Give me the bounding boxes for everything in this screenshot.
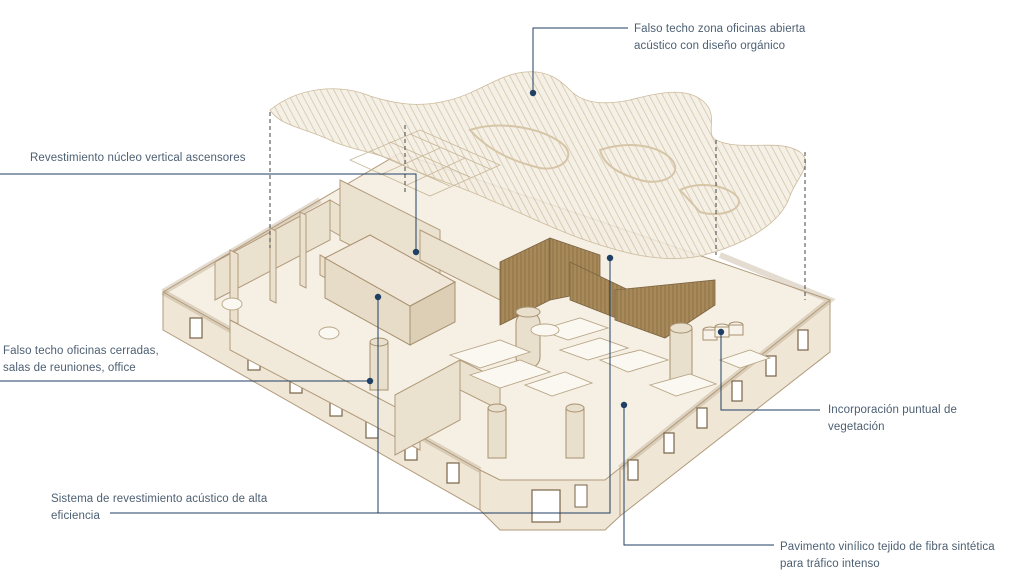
label-line: Pavimento vinílico tejido de fibra sinté… bbox=[780, 541, 995, 553]
label-line: eficiencia bbox=[51, 510, 100, 522]
label-line: Falso techo oficinas cerradas, bbox=[3, 345, 159, 357]
label-line: vegetación bbox=[828, 421, 885, 433]
acoustic-panels bbox=[499, 237, 716, 339]
label-closed-office-ceiling: Falso techo oficinas cerradas, salas de … bbox=[3, 343, 159, 377]
leader-lines bbox=[0, 27, 820, 546]
label-vegetation: Incorporación puntual de vegetación bbox=[828, 402, 957, 436]
leader-2 bbox=[0, 173, 417, 252]
label-open-office-ceiling: Falso techo zona oficinas abierta acústi… bbox=[634, 21, 805, 55]
leader-dots bbox=[366, 89, 725, 409]
leader-4 bbox=[720, 332, 820, 411]
meeting-tables bbox=[221, 297, 560, 340]
organic-ceiling bbox=[269, 71, 807, 259]
leader-5 bbox=[110, 260, 611, 514]
wall-top-right bbox=[618, 252, 836, 471]
label-line: Revestimiento núcleo vertical ascensores bbox=[30, 152, 246, 164]
corner-door bbox=[531, 489, 561, 523]
projection-lines bbox=[269, 112, 806, 300]
windows-right bbox=[627, 329, 809, 481]
closed-office-ceiling-grid bbox=[349, 129, 501, 197]
leader-6 bbox=[623, 405, 774, 546]
label-elevator-core-cladding: Revestimiento núcleo vertical ascensores bbox=[30, 150, 246, 167]
wall-top-back bbox=[161, 197, 322, 295]
label-line: Falso techo zona oficinas abierta bbox=[634, 23, 806, 35]
label-line: salas de reuniones, office bbox=[3, 362, 136, 374]
leader-1 bbox=[532, 27, 628, 93]
label-line: Incorporación puntual de bbox=[828, 404, 957, 416]
label-line: para tráfico intenso bbox=[780, 558, 880, 570]
label-vinyl-flooring: Pavimento vinílico tejido de fibra sinté… bbox=[780, 539, 995, 573]
label-line: Sistema de revestimiento acústico de alt… bbox=[51, 493, 268, 505]
label-line: acústico con diseño orgánico bbox=[634, 40, 786, 52]
desks bbox=[448, 317, 772, 397]
vertical-core bbox=[323, 234, 457, 346]
label-acoustic-cladding: Sistema de revestimiento acústico de alt… bbox=[51, 491, 267, 525]
corner-window bbox=[574, 484, 588, 508]
